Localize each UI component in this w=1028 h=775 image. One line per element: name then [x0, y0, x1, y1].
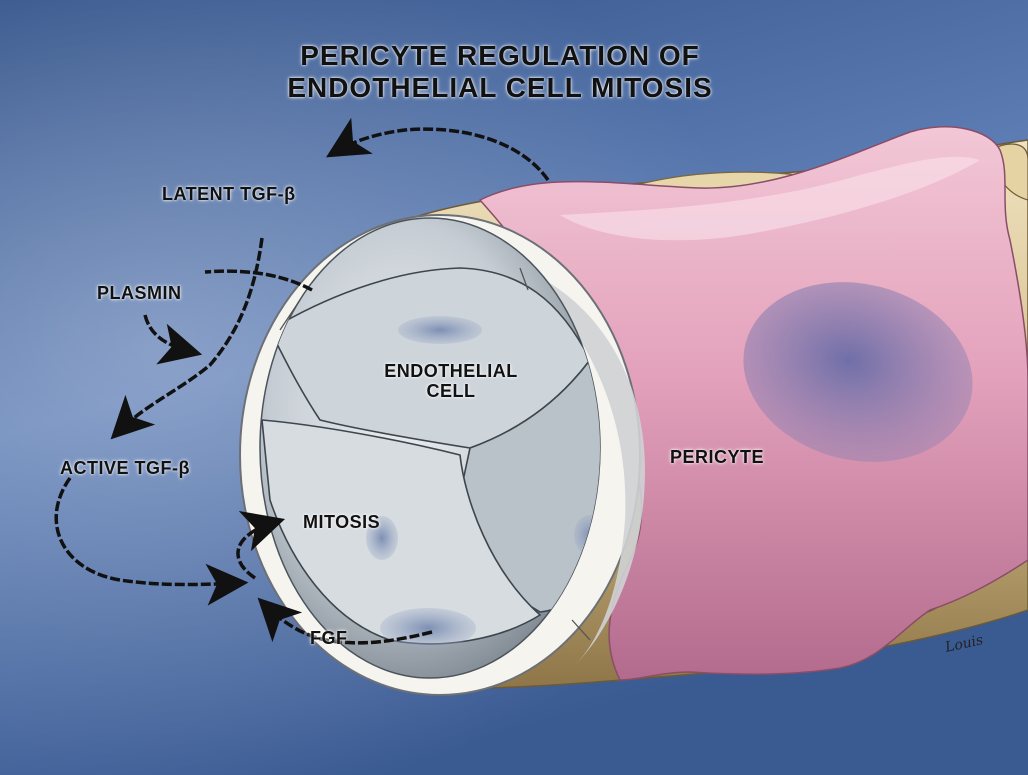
label-mitosis: MITOSIS	[303, 512, 380, 532]
title-line-1: PERICYTE REGULATION OF	[200, 40, 800, 72]
label-active-tgf-beta: ACTIVE TGF-β	[60, 458, 190, 478]
diagram-title: PERICYTE REGULATION OF ENDOTHELIAL CELL …	[200, 40, 800, 104]
label-latent-tgf-beta: LATENT TGF-β	[162, 184, 296, 204]
label-fgf: FGF	[310, 628, 348, 648]
label-endothelial-cell: ENDOTHELIAL CELL	[366, 361, 536, 401]
endothelial-nucleus-4	[380, 608, 476, 648]
label-endothelial-line-2: CELL	[366, 381, 536, 401]
title-line-2: ENDOTHELIAL CELL MITOSIS	[200, 72, 800, 104]
label-plasmin: PLASMIN	[97, 283, 182, 303]
endothelial-nucleus-1	[398, 316, 482, 344]
label-endothelial-line-1: ENDOTHELIAL	[366, 361, 536, 381]
label-pericyte: PERICYTE	[670, 447, 764, 467]
